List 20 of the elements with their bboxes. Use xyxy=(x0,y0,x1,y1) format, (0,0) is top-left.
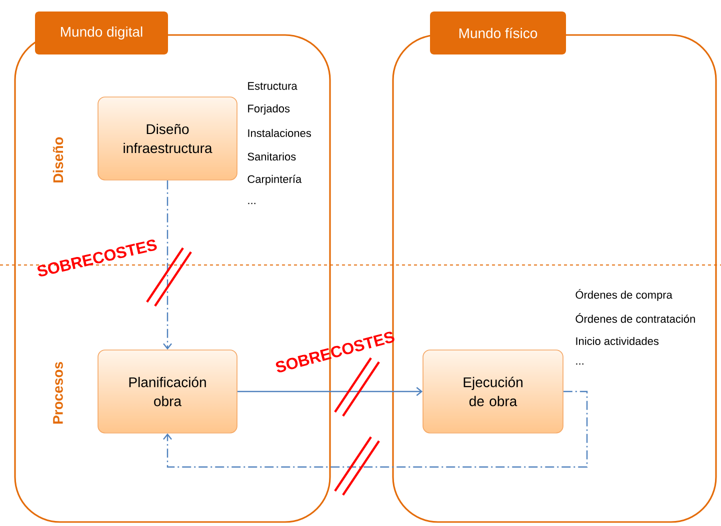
process-box: Ejecución de obra xyxy=(422,350,564,434)
list-item: ... xyxy=(576,363,584,365)
arrow xyxy=(163,390,588,468)
list-item: Carpintería xyxy=(248,174,302,186)
header-tab: Mundo digital xyxy=(35,12,168,54)
list-item: Forjados xyxy=(248,104,290,115)
list-item: Estructura xyxy=(248,82,298,90)
list-item: Órdenes de contratación xyxy=(576,313,695,323)
header-tab: Mundo físico xyxy=(430,12,566,54)
list-item: ... xyxy=(248,202,256,204)
list-item: Instalaciones xyxy=(248,128,311,138)
list-item: Sanitarios xyxy=(248,152,296,161)
section-label: Diseño xyxy=(52,137,64,182)
list-item: Órdenes de compra xyxy=(576,289,672,301)
process-box: Planificación obra xyxy=(98,350,238,434)
section-label: Procesos xyxy=(53,362,63,424)
list-item: Inicio actividades xyxy=(576,336,659,346)
process-box: Diseño infraestructura xyxy=(98,96,238,180)
arrow xyxy=(163,180,172,350)
arrow xyxy=(237,387,423,396)
